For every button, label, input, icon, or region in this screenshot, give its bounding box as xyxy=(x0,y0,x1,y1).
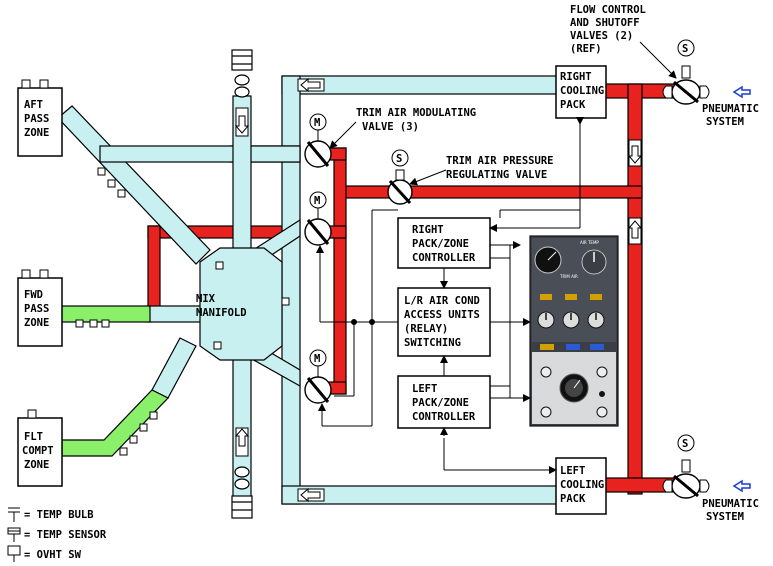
flow-control-line1: FLOW CONTROL xyxy=(570,4,646,16)
aft-pass-zone: AFT PASS ZONE xyxy=(17,79,63,157)
fwd-zone-line1: FWD xyxy=(24,289,43,301)
flt-zone-line1: FLT xyxy=(24,431,43,443)
flow-control-line2: AND SHUTOFF xyxy=(570,17,640,29)
legend-ovht-sw: = OVHT SW xyxy=(24,549,82,561)
right-pack-line2: COOLING xyxy=(560,85,604,97)
flt-zone-line3: ZONE xyxy=(24,459,49,471)
panel-trim-air: TRIM AIR xyxy=(559,274,578,279)
access-line1: L/R AIR COND xyxy=(404,295,480,307)
solenoid-symbol-bottom: S xyxy=(682,438,688,450)
flow-control-valves: S S xyxy=(662,39,710,499)
right-cooling-pack: RIGHT COOLING PACK xyxy=(555,65,607,119)
trim-press-line1: TRIM AIR PRESSURE xyxy=(446,155,553,167)
fwd-zone-line2: PASS xyxy=(24,303,49,315)
flt-compt-zone: FLT COMPT ZONE xyxy=(17,409,63,487)
fwd-pass-zone: FWD PASS ZONE xyxy=(17,269,63,347)
flow-control-line4: (REF) xyxy=(570,43,602,55)
left-ctrl-line1: LEFT xyxy=(412,383,437,395)
left-pack-line3: PACK xyxy=(560,493,586,505)
access-units-box: L/R AIR COND ACCESS UNITS (RELAY) SWITCH… xyxy=(397,287,491,357)
pneumatic-top-line2: SYSTEM xyxy=(706,116,744,128)
trim-air-modulating-valves: M M M xyxy=(304,113,332,404)
temp-sensors xyxy=(75,167,290,456)
pneumatic-bottom-line2: SYSTEM xyxy=(706,511,744,523)
flow-arrows xyxy=(234,77,643,503)
aft-zone-line3: ZONE xyxy=(24,127,49,139)
fwd-zone-line3: ZONE xyxy=(24,317,49,329)
flt-zone-line2: COMPT xyxy=(22,445,54,457)
fwd-air-ducts xyxy=(59,305,169,457)
left-ctrl-line2: PACK/ZONE xyxy=(412,397,469,409)
right-ctrl-line1: RIGHT xyxy=(412,224,444,236)
left-cooling-pack: LEFT COOLING PACK xyxy=(555,457,607,515)
right-pack-line3: PACK xyxy=(560,99,586,111)
duct-cylinders xyxy=(231,49,253,519)
callout-leaders xyxy=(329,41,677,186)
motor-symbol-1: M xyxy=(314,117,320,129)
aft-zone-line1: AFT xyxy=(24,99,43,111)
trim-mod-line2: VALVE (3) xyxy=(362,121,419,133)
trim-mod-line1: TRIM AIR MODULATING xyxy=(356,107,476,119)
right-pack-zone-controller: RIGHT PACK/ZONE CONTROLLER xyxy=(397,217,491,269)
mix-manifold-line1: MIX xyxy=(196,293,216,305)
access-line3: (RELAY) xyxy=(404,323,448,335)
legend-ovht-sw-icon xyxy=(7,545,21,562)
panel-air-temp: AIR TEMP xyxy=(580,240,599,245)
flow-control-line3: VALVES (2) xyxy=(570,30,633,42)
legend-temp-bulb: = TEMP BULB xyxy=(24,509,94,521)
legend-temp-sensor: = TEMP SENSOR xyxy=(24,529,107,541)
left-pack-line1: LEFT xyxy=(560,465,585,477)
left-ctrl-line3: CONTROLLER xyxy=(412,411,476,423)
motor-symbol-2: M xyxy=(314,195,320,207)
right-ctrl-line2: PACK/ZONE xyxy=(412,238,469,250)
left-pack-zone-controller: LEFT PACK/ZONE CONTROLLER xyxy=(397,375,491,429)
cool-air-ducts xyxy=(57,75,559,517)
pneumatic-arrows xyxy=(732,85,751,493)
legend: = TEMP BULB = TEMP SENSOR = OVHT SW xyxy=(7,507,107,562)
trim-air-pressure-valve: S xyxy=(387,149,413,205)
access-line4: SWITCHING xyxy=(404,337,461,349)
right-pack-line1: RIGHT xyxy=(560,71,592,83)
aft-zone-line2: PASS xyxy=(24,113,49,125)
mix-manifold-line2: MANIFOLD xyxy=(196,307,247,319)
motor-symbol-3: M xyxy=(314,353,320,365)
legend-temp-bulb-icon xyxy=(8,507,20,522)
legend-temp-sensor-icon xyxy=(7,527,21,542)
pneumatic-top-line1: PNEUMATIC xyxy=(702,103,759,115)
signal-lines xyxy=(316,117,584,474)
pneumatic-bottom-line1: PNEUMATIC xyxy=(702,498,759,510)
access-line2: ACCESS UNITS xyxy=(404,309,480,321)
air-conditioning-panel: AIR TEMP TRIM AIR xyxy=(529,235,619,427)
trim-press-line2: REGULATING VALVE xyxy=(446,169,547,181)
solenoid-symbol-trim: S xyxy=(396,153,402,165)
left-pack-line2: COOLING xyxy=(560,479,604,491)
solenoid-symbol-top: S xyxy=(682,43,688,55)
right-ctrl-line3: CONTROLLER xyxy=(412,252,476,264)
